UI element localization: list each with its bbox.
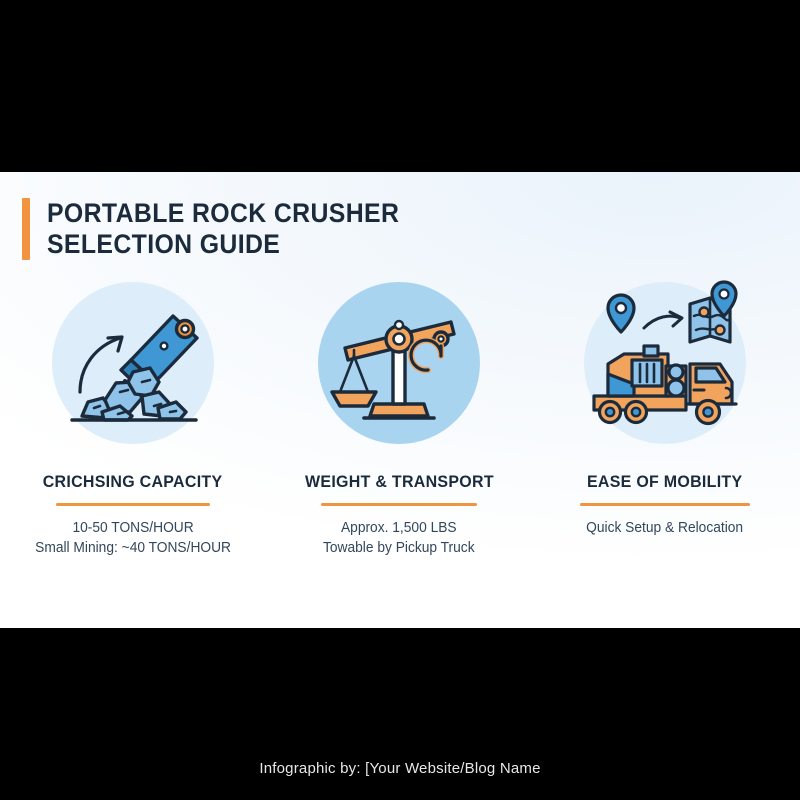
feature-heading-capacity: CRICHSING CAPACITY — [43, 472, 223, 491]
feature-heading-mobility: EASE OF MOBILITY — [587, 472, 743, 491]
page-title: PORTABLE ROCK CRUSHER SELECTION GUIDE — [22, 198, 430, 260]
feature-detail-capacity: 10-50 TONS/HOUR Small Mining: ~40 TONS/H… — [35, 520, 231, 556]
feature-divider-weight — [321, 503, 477, 506]
feature-column-weight: WEIGHT & TRANSPORT Approx. 1,500 LBS Tow… — [266, 282, 532, 558]
rock-crusher-icon — [52, 282, 214, 444]
feature-column-mobility: EASE OF MOBILITY Quick Setup & Relocatio… — [532, 280, 798, 558]
feature-columns: CRICHSING CAPACITY 10-50 TONS/HOUR Small… — [0, 280, 800, 558]
feature-detail-mobility: Quick Setup & Relocation — [586, 520, 744, 536]
feature-heading-weight: WEIGHT & TRANSPORT — [304, 472, 494, 491]
footer-credit: Infographic by: [Your Website/Blog Name — [259, 760, 541, 777]
feature-divider-mobility — [580, 503, 750, 506]
feature-divider-capacity — [56, 503, 210, 506]
feature-detail-weight: Approx. 1,500 LBS Towable by Pickup Truc… — [323, 520, 475, 556]
truck-map-mobility-icon — [584, 280, 746, 444]
weight-scale-icon — [318, 282, 480, 444]
title-accent-bar — [22, 198, 30, 260]
feature-column-capacity: CRICHSING CAPACITY 10-50 TONS/HOUR Small… — [0, 282, 266, 558]
page-title-text: PORTABLE ROCK CRUSHER SELECTION GUIDE — [47, 198, 400, 259]
